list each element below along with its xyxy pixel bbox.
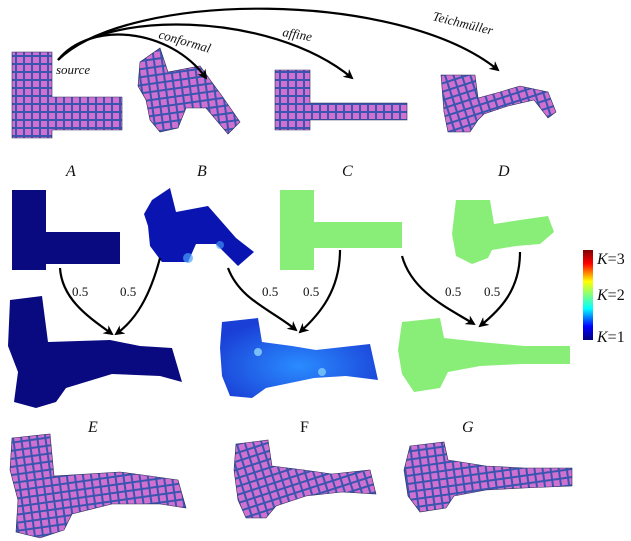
panel-label-a: A	[65, 163, 76, 180]
mesh-source-shape	[11, 51, 123, 139]
arrow-c-to-g	[400, 255, 476, 326]
mesh-affine-shape	[274, 69, 408, 131]
arrow-b-to-f	[226, 267, 298, 332]
colorbar-label-mid: K=2	[596, 287, 625, 304]
panel-label-g: G	[462, 419, 474, 436]
label-conformal: conformal	[157, 26, 213, 55]
color-shape-c	[280, 190, 402, 270]
weight-1: 0.5	[72, 284, 88, 299]
mesh-e-shape	[9, 433, 187, 539]
glow-b-2	[216, 241, 224, 249]
colorbar-label-top: K=3	[596, 251, 625, 268]
color-shape-b	[144, 188, 254, 266]
weight-3: 0.5	[262, 284, 278, 299]
color-shape-e	[8, 296, 182, 408]
weight-6: 0.5	[484, 284, 500, 299]
glow-f-2	[318, 368, 326, 376]
label-source: source	[56, 62, 90, 77]
arrow-d-to-g	[478, 251, 522, 328]
panel-label-b: B	[197, 163, 207, 180]
mesh-g-shape	[403, 441, 573, 513]
label-affine: affine	[281, 24, 313, 44]
panel-label-c: C	[342, 163, 353, 180]
label-teichmuller: Teichmüller	[431, 8, 495, 38]
colorbar	[583, 250, 593, 340]
panel-label-e: E	[87, 419, 98, 436]
glow-b-1	[183, 253, 193, 263]
color-shape-f	[220, 318, 378, 398]
arrow-c-to-f	[298, 249, 342, 334]
weight-5: 0.5	[445, 284, 461, 299]
panel-label-d: D	[497, 163, 510, 180]
arrow-b-to-e	[114, 257, 162, 336]
mesh-teichmuller-shape	[440, 74, 557, 133]
glow-f-1	[254, 348, 262, 356]
colorbar-label-bottom: K=1	[596, 329, 625, 346]
color-shape-g	[398, 318, 570, 392]
mesh-conformal-shape	[137, 47, 241, 135]
arrow-a-to-e	[58, 267, 114, 336]
mesh-f-shape	[233, 439, 377, 519]
weight-4: 0.5	[303, 284, 319, 299]
arrow-teichmuller	[57, 7, 500, 72]
weight-2: 0.5	[120, 284, 136, 299]
color-shape-d	[452, 200, 554, 264]
panel-label-f: F	[300, 419, 309, 436]
color-shape-a	[12, 190, 120, 270]
